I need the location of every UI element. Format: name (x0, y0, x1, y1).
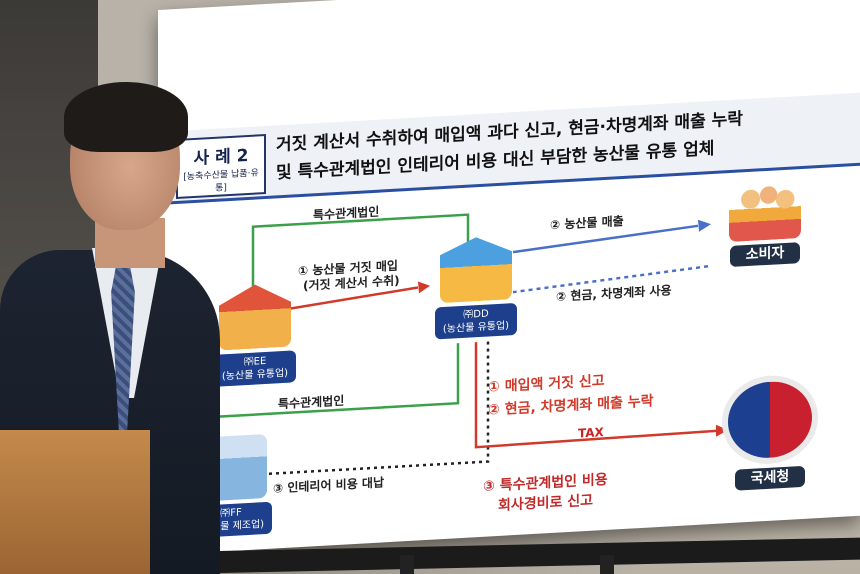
nts-report-arrow (474, 342, 719, 449)
node-dd: ㈜DD (농산물 유통업) (416, 234, 536, 341)
fake-purchase-arrow (289, 286, 419, 310)
sales-arrowhead (698, 219, 711, 232)
speaker-hair (64, 82, 188, 152)
node-consumer-label: 소비자 (729, 242, 801, 268)
lectern (0, 430, 150, 574)
cash-arrow (512, 265, 709, 294)
distribution-center-icon (440, 235, 512, 303)
node-nts: 국세청 (710, 372, 830, 492)
node-nts-label: 국세청 (734, 465, 806, 491)
node-consumer: 소비자 (710, 173, 820, 268)
government-emblem-icon (722, 373, 818, 467)
consumers-icon (729, 174, 801, 243)
sales-arrow (512, 224, 699, 254)
easel-leg-right (600, 555, 614, 574)
node-dd-label: ㈜DD (농산물 유통업) (434, 302, 518, 340)
fake-purchase-arrowhead (418, 281, 430, 294)
related-line-top (251, 213, 470, 305)
presentation-board: 사 례 2 [농축수산물 납품·유통] 거짓 계산서 수취하여 매입액 과다 신… (158, 0, 860, 555)
flow-lines (206, 213, 728, 477)
easel-leg-left (400, 555, 414, 574)
tax-no-icon: TAX (578, 425, 604, 441)
interior-arrow (248, 341, 490, 477)
